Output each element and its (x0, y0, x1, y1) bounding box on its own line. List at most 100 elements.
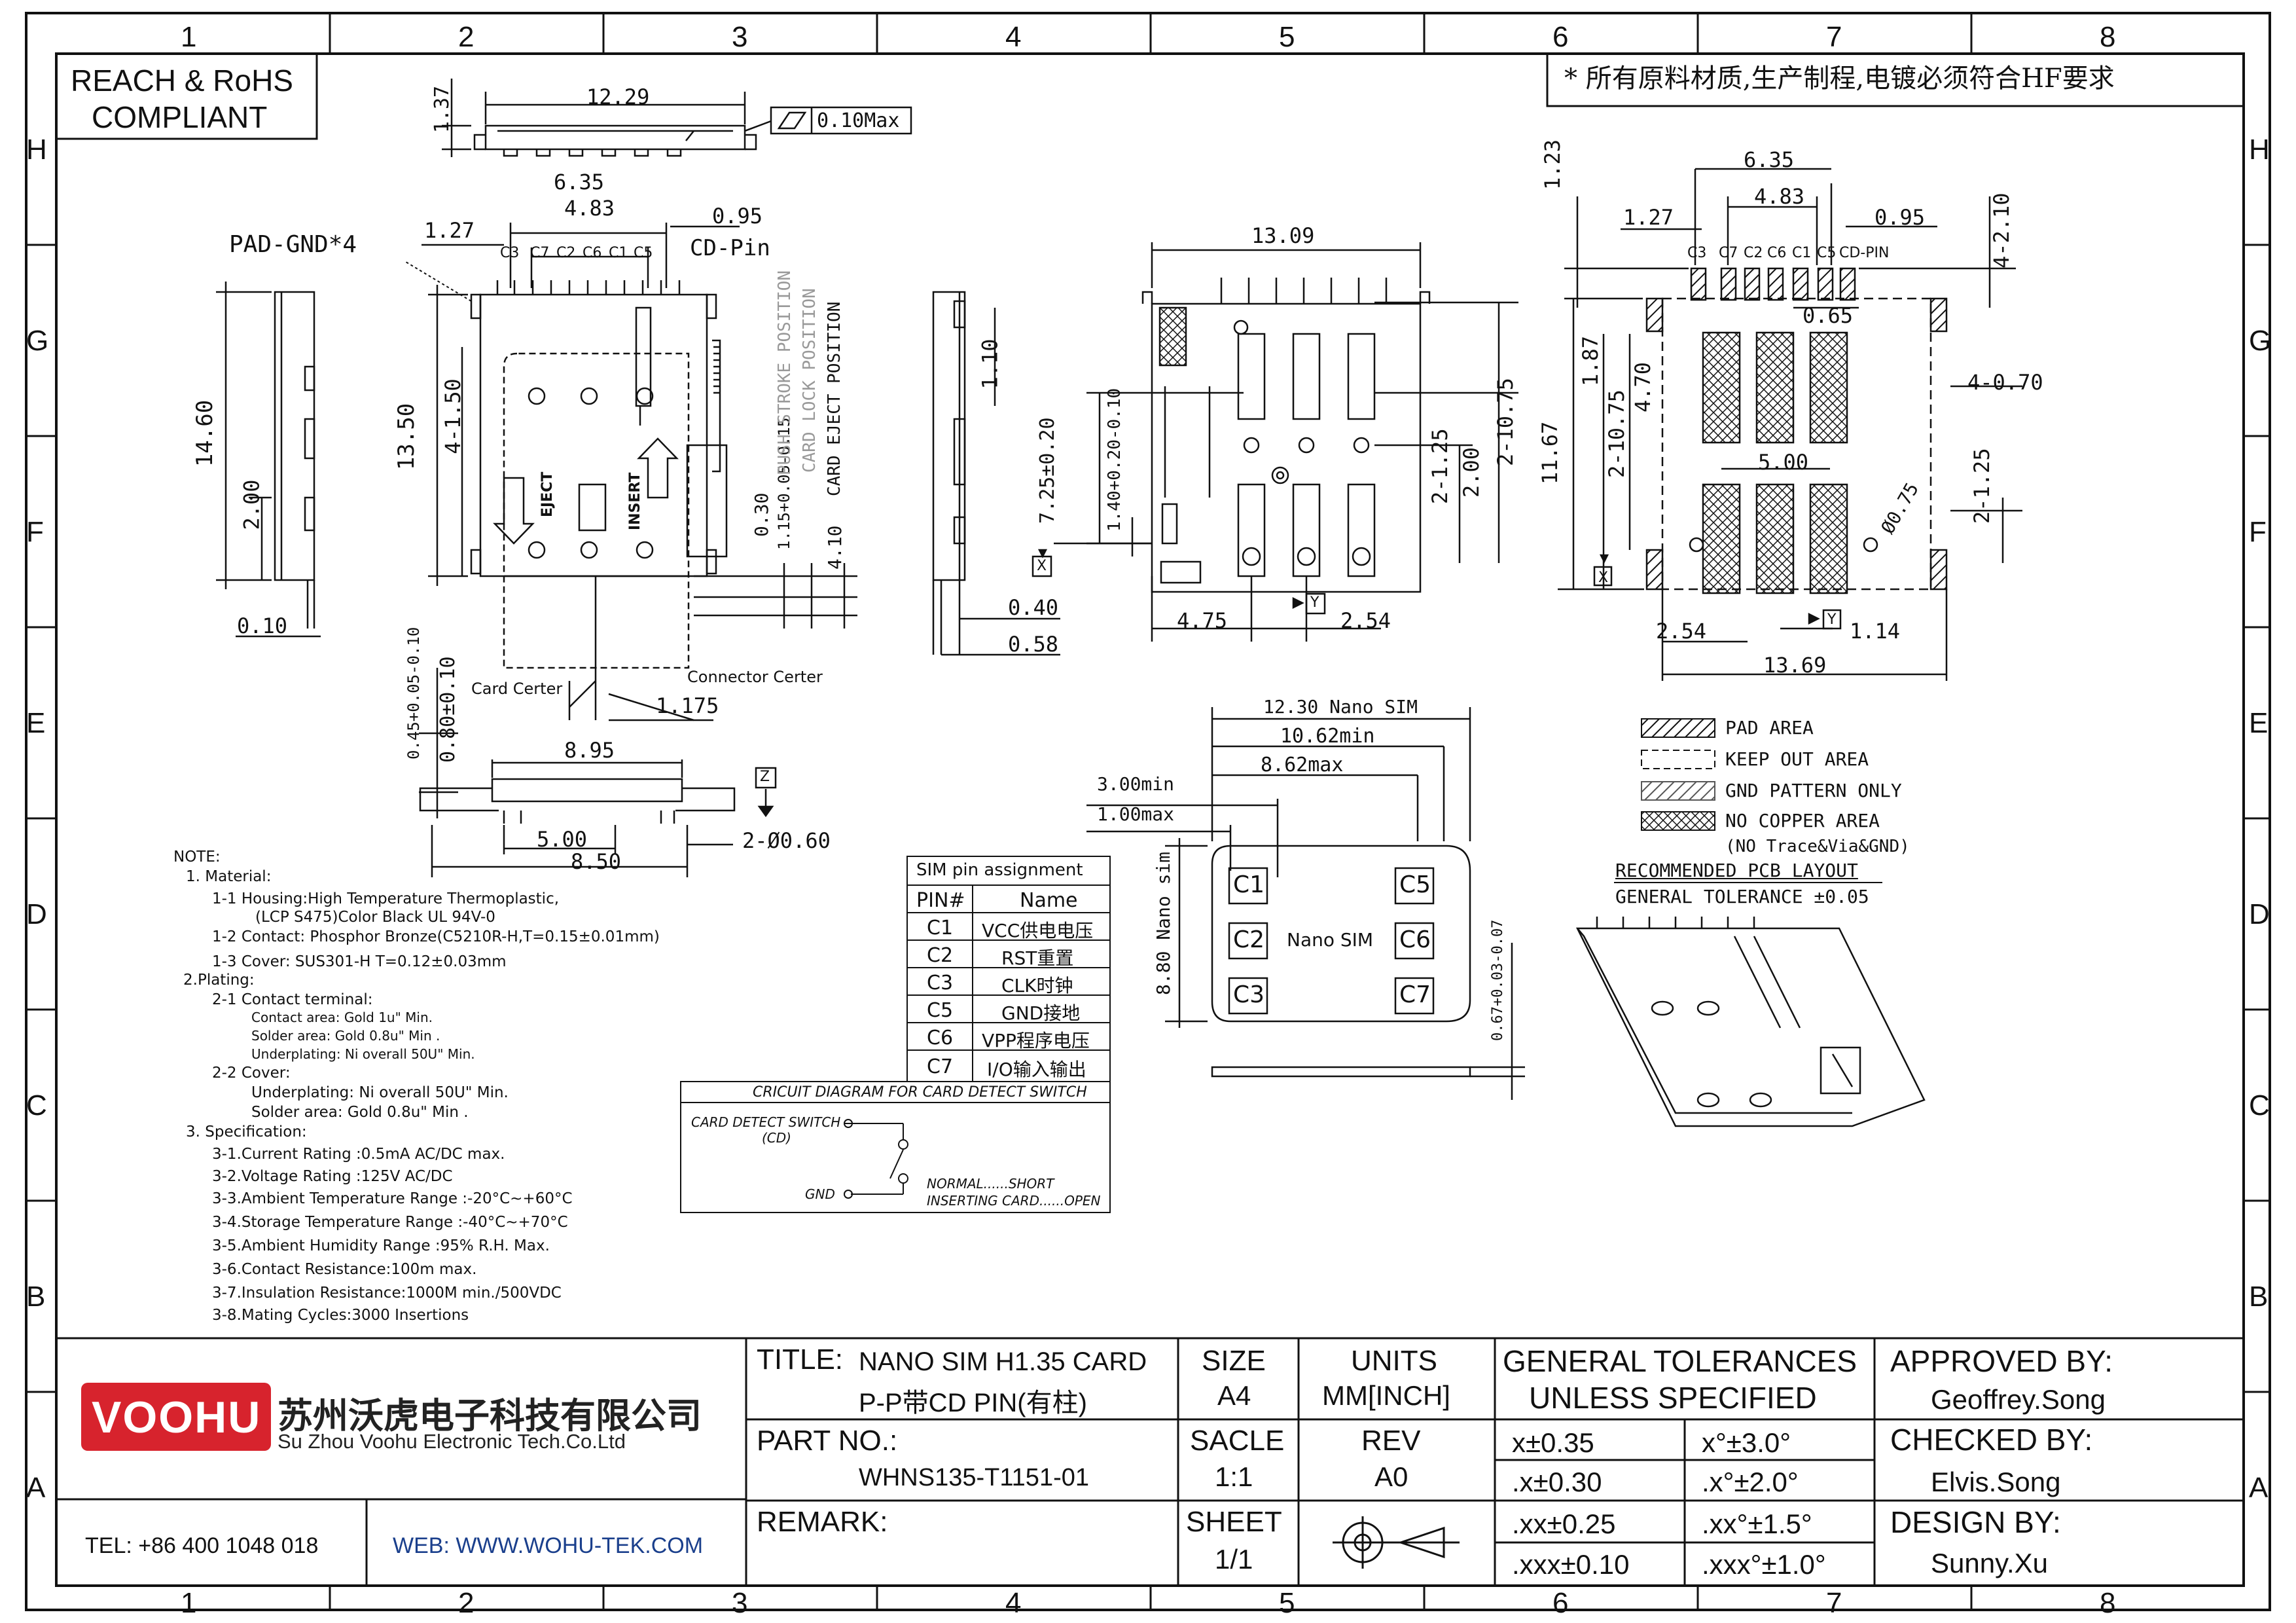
circuit-switch-label: CARD DETECT SWITCH (691, 1114, 841, 1130)
design-value: Sunny.Xu (1931, 1548, 2049, 1578)
tol-linear-0: x±0.35 (1512, 1427, 1594, 1458)
push-stroke-label: PUSH STROKE POSITION (775, 270, 795, 475)
note-18: 3-4.Storage Temperature Range :-40°C~+70… (212, 1214, 568, 1231)
zone-col-3-bottom: 3 (732, 1587, 748, 1619)
zone-col-1: 1 (181, 21, 197, 53)
note-13: Solder area: Gold 0.8u" Min . (251, 1104, 469, 1121)
front-datum-x: X (1037, 558, 1047, 574)
part-label: PART NO.: (757, 1425, 898, 1457)
note-9: Solder area: Gold 0.8u" Min . (251, 1028, 440, 1044)
zone-row-a: A (26, 1472, 46, 1504)
tol-angle-0: x°±3.0° (1702, 1427, 1791, 1458)
scale-value: 1:1 (1215, 1461, 1253, 1492)
note-17: 3-3.Ambient Temperature Range :-20°C~+60… (212, 1190, 573, 1207)
front-datum-y: Y (1310, 594, 1319, 611)
zone-col-5-bottom: 5 (1279, 1587, 1295, 1619)
note-21: 3-7.Insulation Resistance:1000M min./500… (212, 1285, 562, 1302)
front-dim-2-125: 2-1.25 (1427, 428, 1452, 504)
legend-gnd-pattern: GND PATTERN ONLY (1725, 780, 1902, 801)
note-20: 3-6.Contact Resistance:100m max. (212, 1261, 477, 1278)
pcb-pin-c7: C7 (1719, 245, 1738, 261)
eject-label: EJECT (539, 471, 556, 517)
units-value: MM[INCH] (1322, 1380, 1450, 1411)
checked-value: Elvis.Song (1931, 1467, 2061, 1497)
legend-pad-area: PAD AREA (1725, 717, 1814, 739)
pcb-pin-cd: CD-PIN (1839, 245, 1890, 261)
cd-pin-label: CD-Pin (690, 235, 770, 261)
side-dim-200: 2.00 (239, 479, 264, 530)
front-dim-475: 4.75 (1177, 608, 1228, 633)
approved-value: Geoffrey.Song (1931, 1384, 2106, 1415)
pcb-dim-470: 4.70 (1630, 361, 1655, 412)
tol-angle-3: .xxx°±1.0° (1702, 1549, 1826, 1580)
remark-label: REMARK: (757, 1506, 888, 1538)
sim-dim-067: 0.67+0.03-0.07 (1490, 919, 1506, 1041)
pin-table-c5: C5 (927, 999, 954, 1022)
tolerances-title-1: GENERAL TOLERANCES (1503, 1344, 1857, 1378)
sheet-label: SHEET (1186, 1506, 1282, 1538)
zone-col-7-bottom: 7 (1826, 1587, 1842, 1619)
pin-table-c6: C6 (927, 1027, 954, 1049)
front-dim-254: 2.54 (1340, 608, 1391, 633)
compliance-line-1: REACH & RoHS (71, 64, 293, 98)
circuit-cd-label: (CD) (762, 1130, 791, 1146)
zone-col-2: 2 (458, 21, 475, 53)
note-6: 2.Plating: (183, 972, 255, 989)
top-width-dim: 12.29 (586, 84, 650, 109)
card-lock-label: CARD LOCK POSITION (800, 288, 819, 473)
title-value-2: P-P带CD PIN(有柱) (859, 1389, 1087, 1417)
note-16: 3-2.Voltage Rating :125V AC/DC (212, 1168, 453, 1185)
pin-table-header-name: Name (1020, 889, 1078, 912)
requirement-note: * 所有原料材质,生产制程,电镀必须符合HF要求 (1564, 64, 2115, 94)
note-22: 3-8.Mating Cycles:3000 Insertions (212, 1307, 469, 1324)
rev-label: REV (1361, 1425, 1421, 1457)
zone-col-4-bottom: 4 (1005, 1587, 1022, 1619)
pcb-dim-635: 6.35 (1744, 147, 1795, 172)
main-dim-080: 0.80±0.10 (437, 656, 459, 763)
note-19: 3-5.Ambient Humidity Range :95% R.H. Max… (212, 1237, 550, 1254)
zone-row-h-right: H (2249, 134, 2270, 166)
bottom-dim-895: 8.95 (564, 738, 615, 763)
zone-row-d-right: D (2249, 898, 2270, 930)
zone-col-4: 4 (1005, 21, 1022, 53)
tol-linear-2: .xx±0.25 (1512, 1508, 1616, 1539)
sheet-value: 1/1 (1215, 1544, 1253, 1575)
main-pin-c3: C3 (500, 245, 520, 261)
zone-row-g: G (26, 325, 49, 357)
size-label: SIZE (1202, 1345, 1266, 1377)
circuit-normal-label: NORMAL......SHORT (927, 1176, 1054, 1192)
size-value: A4 (1217, 1380, 1251, 1411)
legend-no-trace: (NO Trace&Via&GND) (1725, 837, 1910, 856)
front-dim-725: 7.25±0.20 (1036, 417, 1059, 524)
note-1: 1. Material: (186, 868, 272, 885)
zone-col-3: 3 (732, 21, 748, 53)
zone-col-7: 7 (1826, 21, 1842, 53)
note-14: 3. Specification: (186, 1123, 307, 1140)
tolerances-title-2: UNLESS SPECIFIED (1529, 1381, 1817, 1415)
zone-row-e-right: E (2249, 707, 2269, 739)
side-dim-1460: 14.60 (192, 399, 219, 467)
zone-row-e: E (26, 707, 46, 739)
title-label: TITLE: (757, 1343, 844, 1376)
zone-row-f-right: F (2249, 516, 2267, 548)
note-12: Underplating: Ni overall 50U" Min. (251, 1084, 509, 1101)
zone-row-g-right: G (2249, 325, 2272, 357)
pcb-dim-254: 2.54 (1656, 619, 1707, 644)
main-pin-c1: C1 (609, 245, 628, 261)
pin-table-header-pin: PIN# (916, 889, 965, 912)
zone-col-8-bottom: 8 (2100, 1587, 2116, 1619)
company-logo: VOOHU (92, 1393, 262, 1442)
pcb-pin-c6: C6 (1767, 245, 1787, 261)
pcb-dim-483: 4.83 (1754, 184, 1805, 209)
zone-col-8: 8 (2100, 21, 2116, 53)
main-dim-030: 0.30 (751, 492, 772, 537)
note-15: 3-1.Current Rating :0.5mA AC/DC max. (212, 1146, 505, 1163)
pin-table-c3-name: CLK时钟 (1001, 975, 1073, 996)
zone-col-1-bottom: 1 (181, 1587, 197, 1619)
datum-z: Z (760, 769, 770, 785)
flatness-dim: 0.10Max (817, 109, 900, 132)
zone-row-a-right: A (2249, 1472, 2269, 1504)
note-5: 1-3 Cover: SUS301-H T=0.12±0.03mm (212, 953, 507, 970)
pcb-pin-c5: C5 (1817, 245, 1837, 261)
pcb-dim-095: 0.95 (1874, 205, 1926, 230)
